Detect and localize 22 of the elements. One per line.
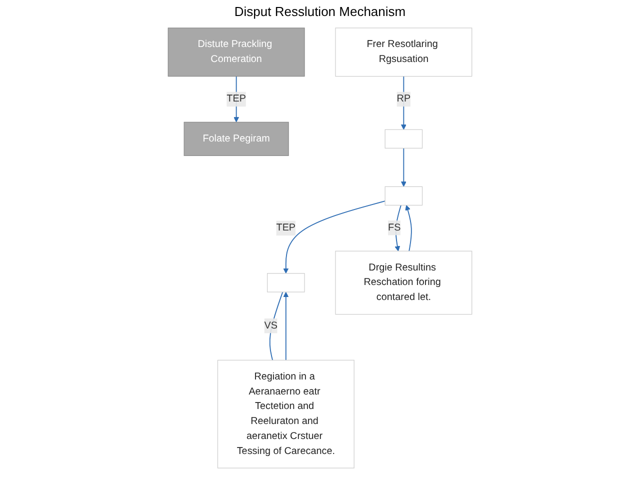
- edge-label: FS: [388, 222, 401, 233]
- node-box: Regiation in a Aeranaerno eatr Tectetion and Reeluraton and aeranetix Crstuer Tessing of Carecance.: [217, 360, 354, 468]
- edge-label: TEP: [226, 94, 246, 104]
- node-box: [384, 186, 423, 206]
- node-box: Distute Prackling Comeration: [168, 28, 305, 77]
- arrow: [394, 204, 402, 252]
- edge-label: TEP: [276, 222, 296, 234]
- arrow: [400, 76, 406, 130]
- edge-label: VS: [264, 320, 278, 331]
- node-box: Frer Resotlaring Rgsusation: [335, 28, 472, 77]
- node-box: Drgie Resultins Reschation foring contared let.: [335, 250, 472, 315]
- arrow: [405, 204, 412, 252]
- edge-label: RP: [396, 94, 411, 104]
- arrow: [283, 200, 386, 274]
- arrow: [283, 292, 289, 361]
- arrow: [234, 76, 240, 122]
- connector: [269, 292, 284, 361]
- node-box: [384, 129, 423, 149]
- node-box: [267, 273, 305, 292]
- arrow: [400, 148, 406, 187]
- node-box: Folate Pegiram: [184, 122, 289, 156]
- diagram-title: Disput Resslution Mechanism: [233, 4, 407, 19]
